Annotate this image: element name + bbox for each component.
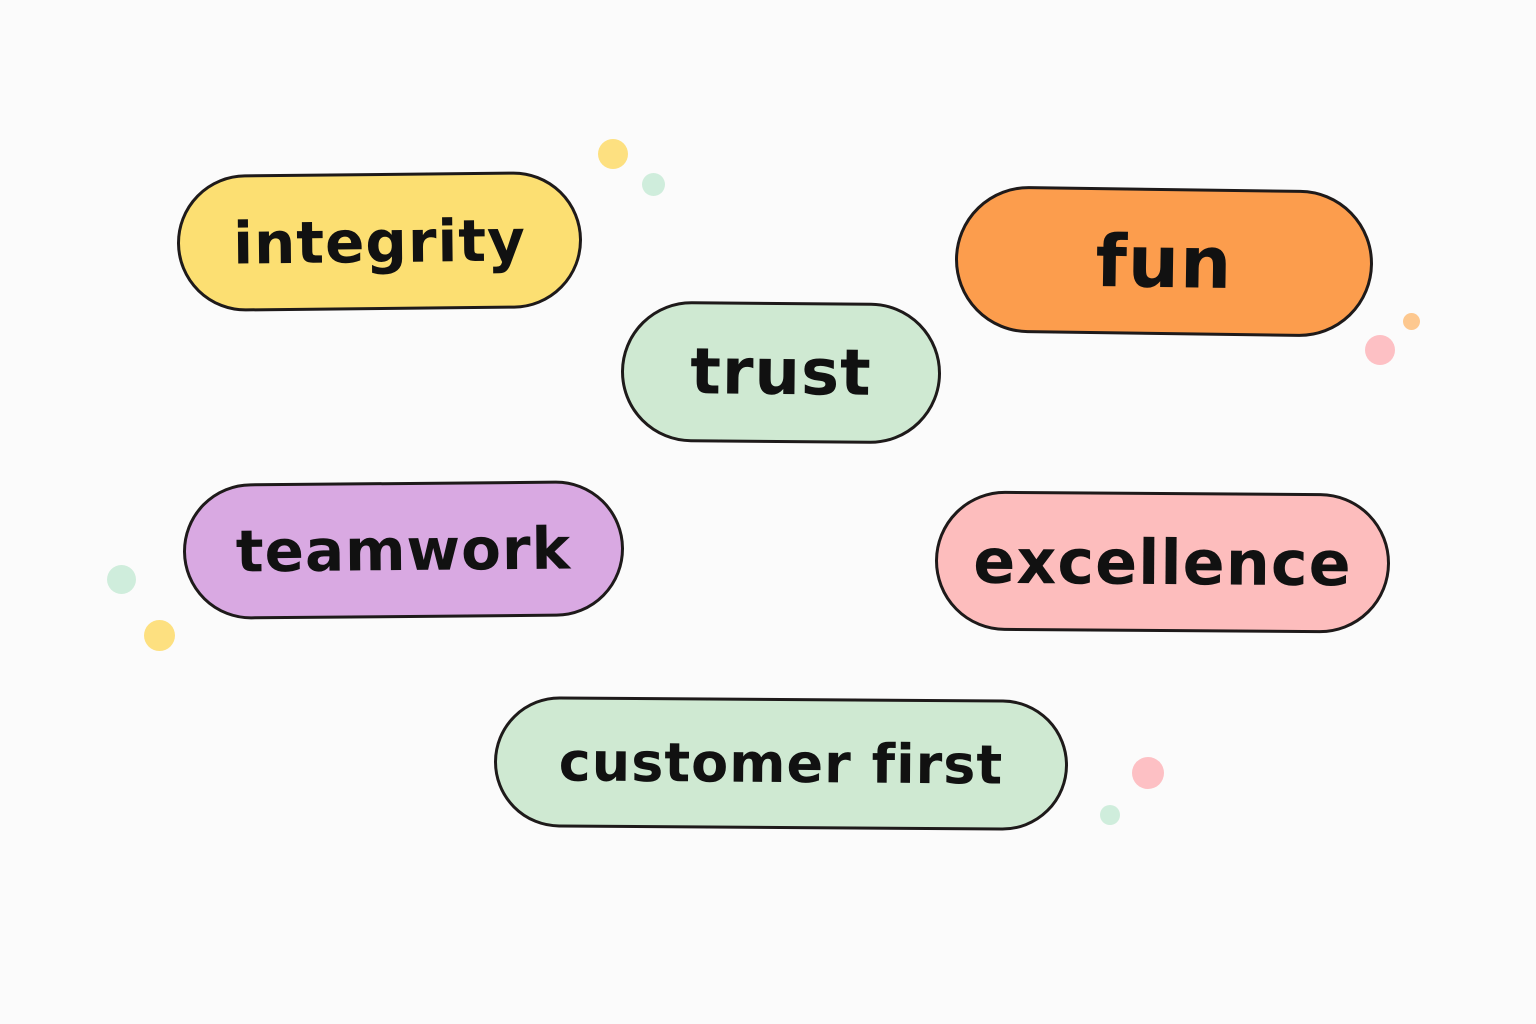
confetti-dot [1365,335,1395,365]
tag-fun[interactable]: fun [953,185,1375,338]
tag-trust[interactable]: trust [620,300,942,445]
confetti-dot [598,139,628,169]
tag-excellence-label: excellence [973,524,1352,600]
tag-customer-first-label: customer first [558,730,1004,797]
confetti-dot [1403,313,1420,330]
tag-teamwork[interactable]: teamwork [182,480,625,620]
tag-excellence[interactable]: excellence [934,490,1391,634]
confetti-dot [642,173,665,196]
tag-teamwork-label: teamwork [235,514,572,586]
tag-customer-first[interactable]: customer first [493,695,1069,832]
tag-fun-label: fun [1094,218,1234,305]
confetti-dot [1132,757,1164,789]
confetti-dot [107,565,136,594]
tag-integrity[interactable]: integrity [176,170,583,313]
tag-integrity-label: integrity [232,205,527,278]
tag-trust-label: trust [689,334,873,411]
confetti-dot [1100,805,1120,825]
confetti-dot [144,620,175,651]
